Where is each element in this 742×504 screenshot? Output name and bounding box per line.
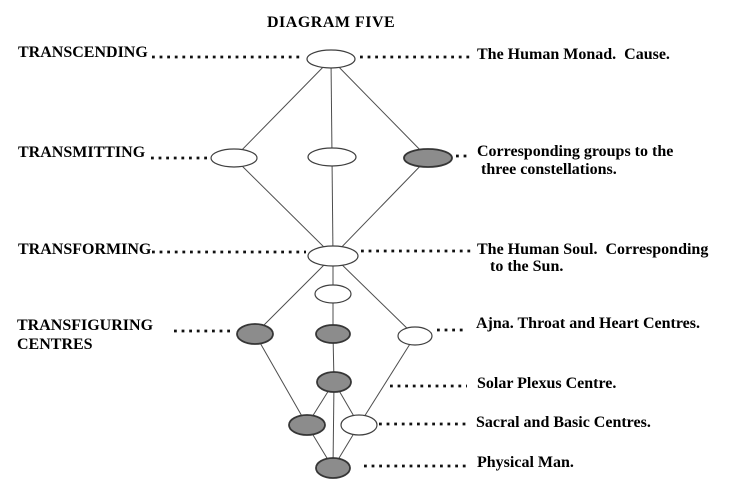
node-physical-man [315,457,351,479]
annotation-groups-line2: three constellations. [481,161,617,178]
node-transmitting-middle [307,147,357,167]
dot-leaders [151,55,473,468]
annotation-human-soul-line2: to the Sun. [490,258,564,275]
annotation-solar-plexus: Solar Plexus Centre. [477,375,617,392]
connector-line [233,157,334,257]
page-title: DIAGRAM FIVE [267,14,396,31]
annotation-ajna: Ajna. Throat and Heart Centres. [476,315,700,332]
annotation-physical-man: Physical Man. [477,454,574,471]
label-transcending: TRANSCENDING [18,44,148,61]
node-solar-plexus [316,371,352,393]
connector-line [332,381,335,469]
node-transmitting-left [210,148,258,168]
node-intermediate-small [314,284,352,304]
label-transfiguring-centres: CENTRES [17,336,93,353]
connector-line [330,58,429,159]
label-transforming: TRANSFORMING [18,241,152,258]
diagram-nodes [210,49,453,479]
annotation-sacral-basic: Sacral and Basic Centres. [476,414,651,431]
connector-line [358,335,416,426]
node-sacral [288,414,326,436]
node-transfiguring-left [236,323,274,345]
label-transmitting: TRANSMITTING [18,144,146,161]
connector-line [332,255,416,337]
connector-line [254,255,334,335]
annotation-human-soul-line1: The Human Soul. Corresponding [477,241,709,258]
node-transfiguring-right [397,326,433,346]
label-transfiguring: TRANSFIGURING [17,317,154,334]
node-transmitting-right [403,148,453,168]
annotation-human-monad: The Human Monad. Cause. [477,46,670,63]
connector-line [233,58,332,159]
node-basic [340,414,378,436]
connector-line [330,58,333,158]
node-human-soul [307,245,359,267]
connector-line [332,157,429,257]
node-human-monad [306,49,356,69]
annotation-groups-line1: Corresponding groups to the [477,143,674,160]
connector-line [331,156,334,257]
connector-line [254,333,308,426]
node-transfiguring-middle [315,324,351,344]
